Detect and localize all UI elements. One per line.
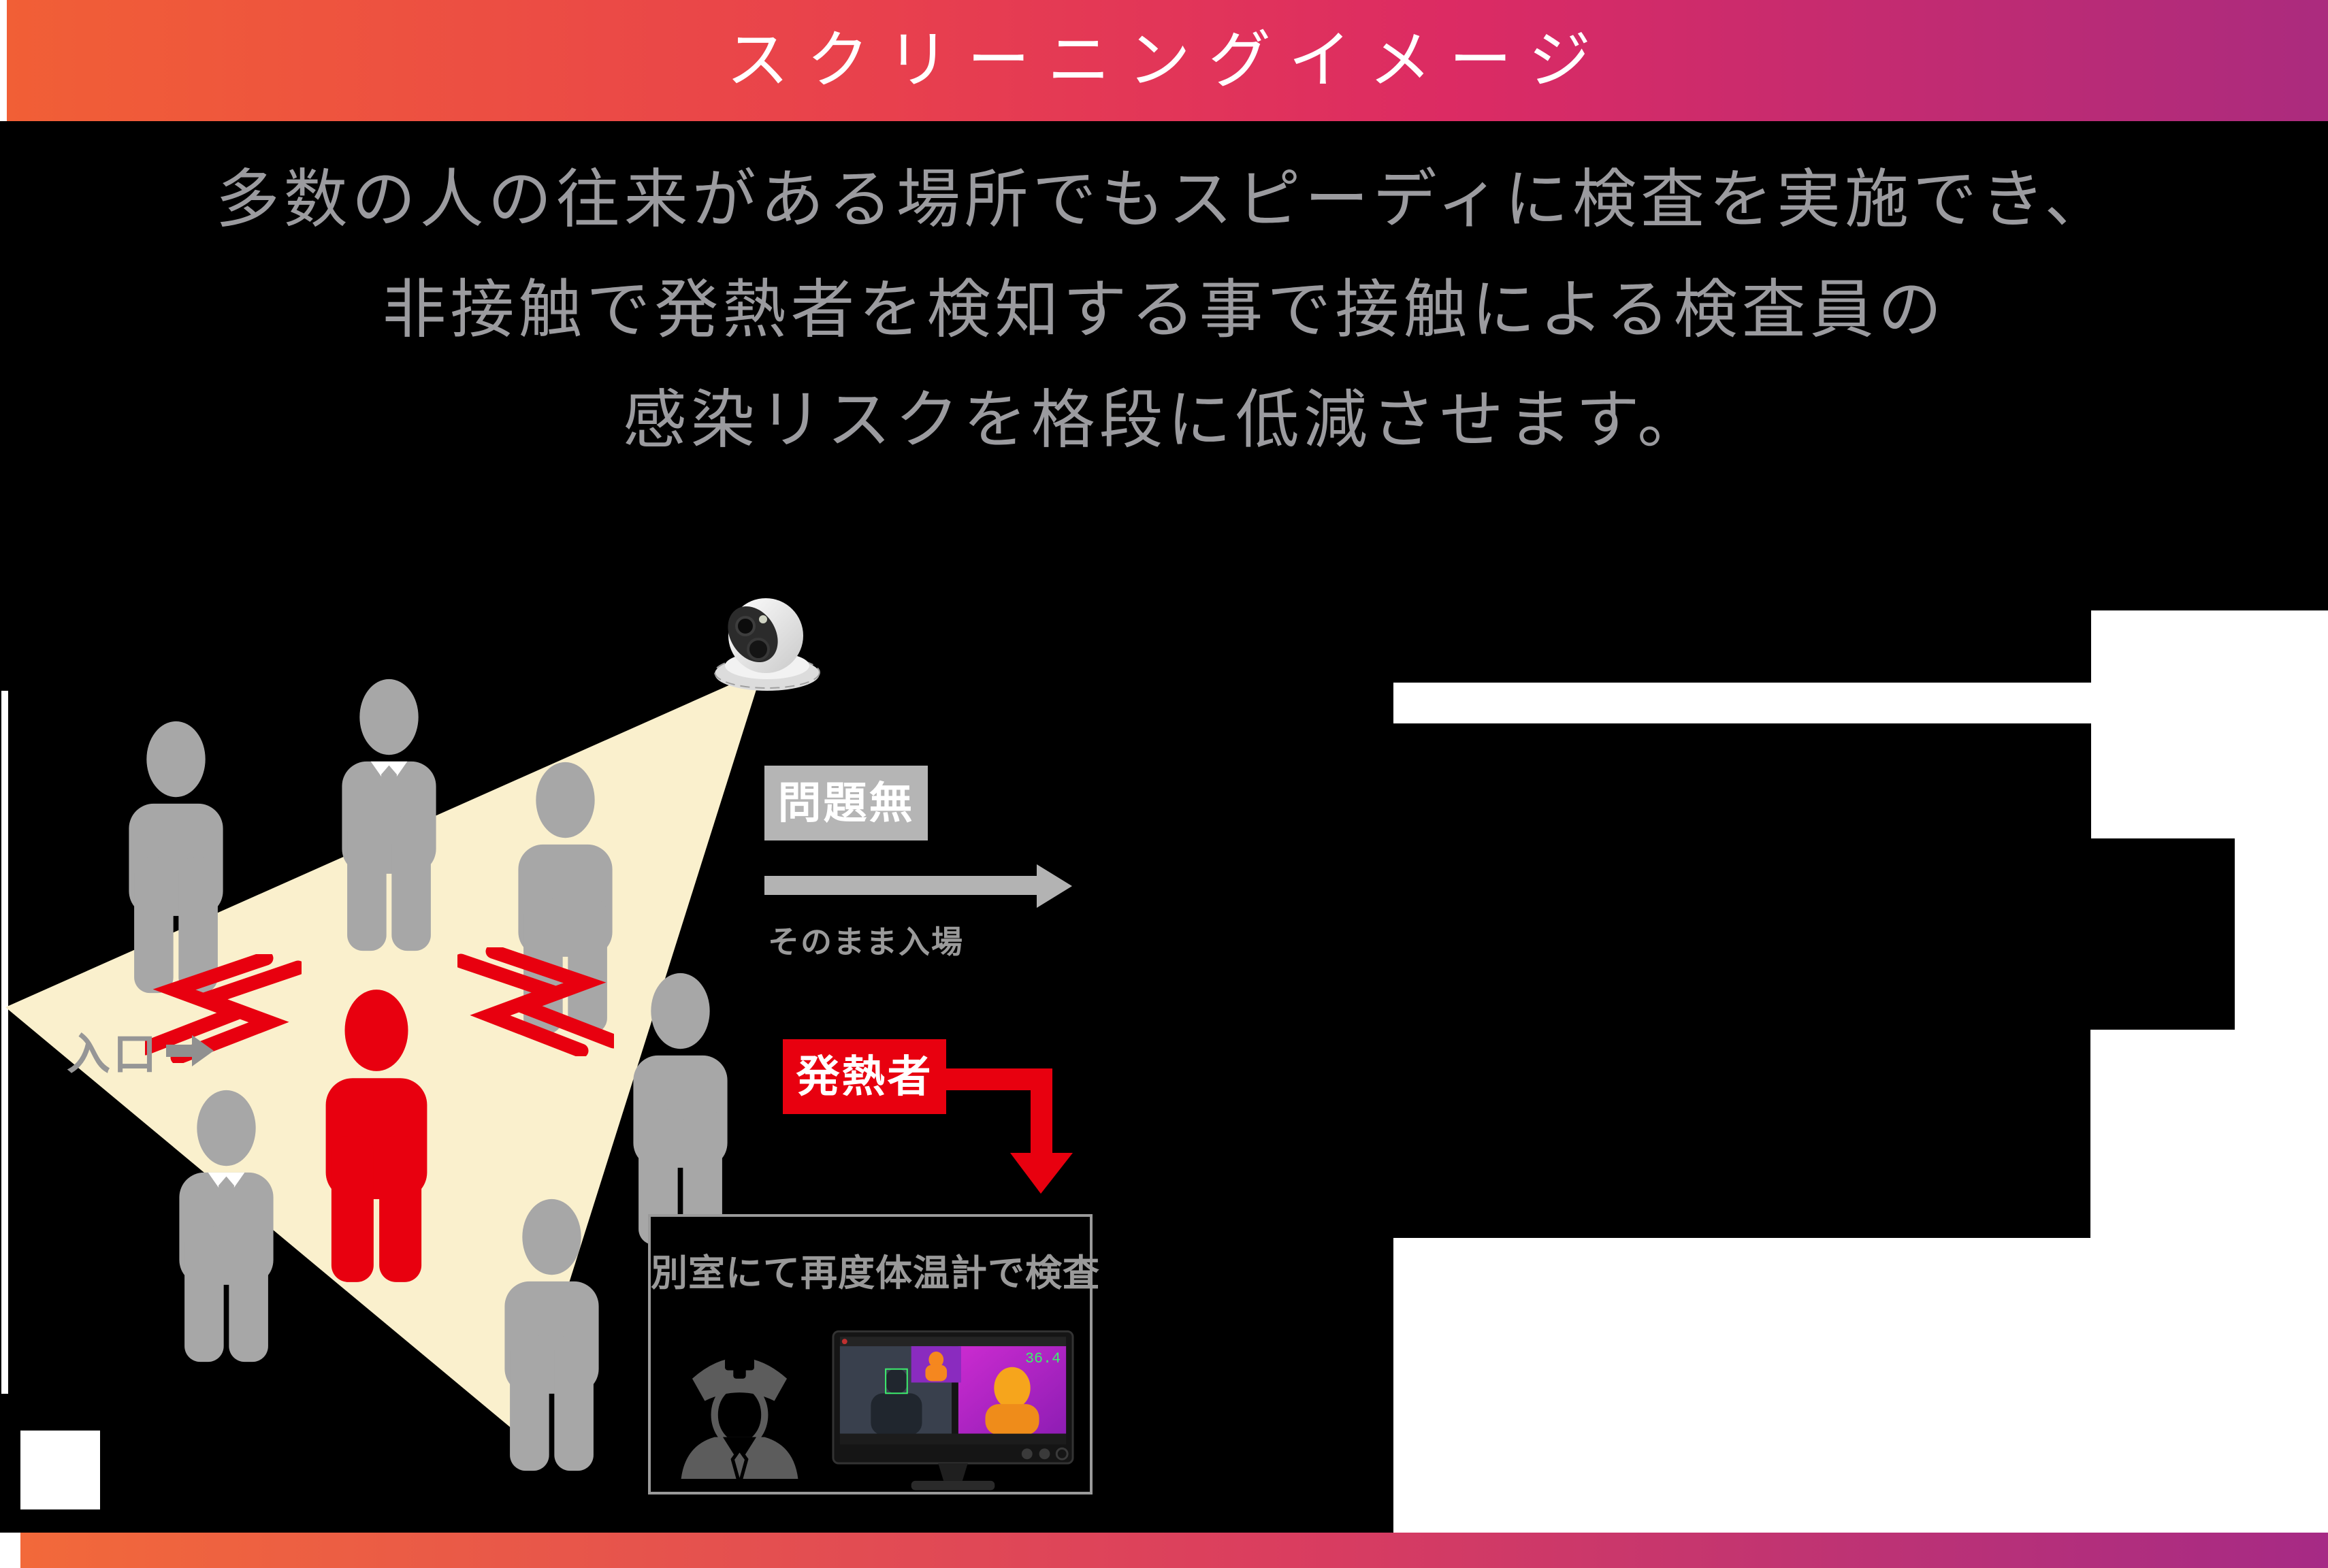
white-region-top-right bbox=[2091, 610, 2328, 838]
fever-badge: 発熱者 bbox=[783, 1039, 946, 1114]
white-region-bottom-right bbox=[1393, 1238, 2090, 1533]
intro-line-2: 非接触で発熱者を検知する事で接触による検査員の bbox=[382, 274, 1946, 345]
gray-right-arrow-icon bbox=[764, 864, 1072, 908]
white-region-right-column bbox=[2235, 838, 2328, 1030]
person-with-tie-silhouette-icon bbox=[179, 1090, 274, 1362]
intro-line-1: 多数の人の往来がある場所でもスピーディに検査を実施でき、 bbox=[215, 163, 2113, 235]
person-silhouette-icon bbox=[504, 1198, 599, 1471]
intro-paragraph: 多数の人の往来がある場所でもスピーディに検査を実施でき、 非接触で発熱者を検知す… bbox=[0, 144, 2328, 475]
nurse-icon bbox=[681, 1349, 798, 1479]
white-edge-left-strip bbox=[1, 691, 8, 1394]
white-edge-bottom-left bbox=[0, 1533, 20, 1568]
person-silhouette-icon bbox=[633, 973, 728, 1245]
footer-gradient-bar bbox=[20, 1533, 2328, 1568]
fever-person-silhouette-icon bbox=[325, 990, 427, 1282]
right-arrow-icon bbox=[166, 1035, 214, 1066]
person-silhouette-icon bbox=[129, 721, 223, 994]
white-region-stripe bbox=[1393, 683, 2091, 723]
page-title: スクリーニングイメージ bbox=[726, 26, 1609, 95]
intro-line-3: 感染リスクを格段に低減させます。 bbox=[622, 384, 1706, 455]
recheck-panel: 別室にて再度体温計で検査 bbox=[648, 1214, 1100, 1494]
fever-alert-zigzag-icon bbox=[457, 947, 614, 1056]
thermal-monitor-icon: 36.4 bbox=[832, 1330, 1074, 1490]
white-region-lower-right bbox=[2090, 1030, 2328, 1533]
dome-thermal-camera-icon bbox=[714, 598, 820, 691]
white-region-bottom-left bbox=[20, 1431, 100, 1509]
recheck-title: 別室にて再度体温計で検査 bbox=[651, 1253, 1100, 1294]
no-problem-badge: 問題無 bbox=[764, 766, 928, 840]
fever-alert-zigzag-icon bbox=[145, 954, 302, 1063]
title-banner: スクリーニングイメージ bbox=[7, 0, 2328, 121]
ok-caption: そのまま入場 bbox=[768, 924, 964, 960]
person-with-tie-silhouette-icon bbox=[342, 679, 436, 951]
red-elbow-down-arrow-icon bbox=[945, 1068, 1073, 1194]
entrance-text: 入口 bbox=[67, 1030, 159, 1079]
thermal-reading: 36.4 bbox=[1025, 1350, 1061, 1367]
white-edge-top-left bbox=[0, 0, 7, 121]
entrance-label: 入口 bbox=[67, 1019, 215, 1082]
